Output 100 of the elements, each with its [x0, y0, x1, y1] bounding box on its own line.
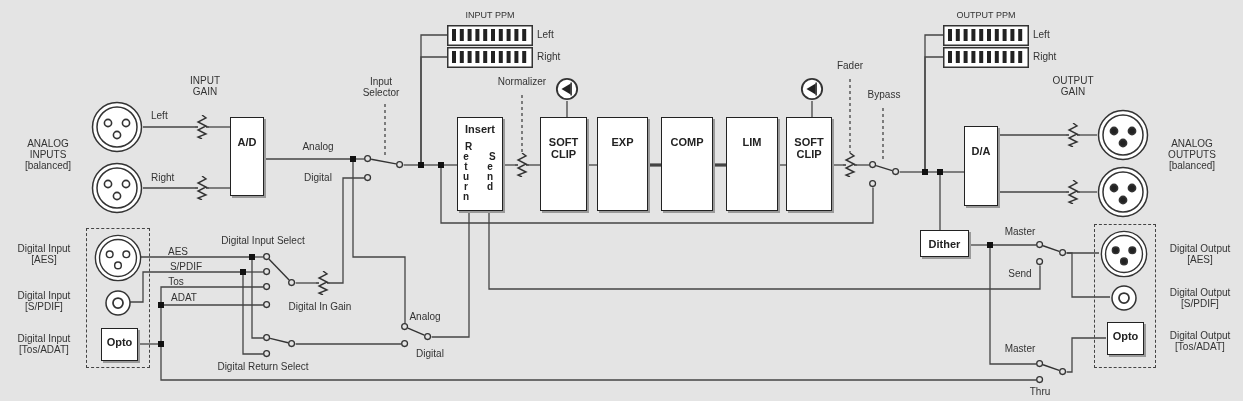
leader-line — [521, 94, 523, 154]
signal-line — [430, 210, 470, 338]
signal-line — [352, 161, 406, 325]
signal-line — [294, 282, 317, 284]
text-label: S/PDIF — [168, 261, 204, 272]
text-label: Master — [1003, 226, 1037, 237]
text-label: Digital Input [Tos/ADAT] — [16, 333, 72, 355]
signal-line — [163, 304, 265, 306]
meter-title: INPUT PPM — [464, 10, 516, 21]
signal-line — [443, 164, 458, 166]
signal-line — [402, 164, 419, 166]
signal-line — [777, 164, 787, 166]
signal-line — [488, 210, 1041, 290]
signal-line — [1079, 134, 1098, 136]
text-label: Thru — [1028, 386, 1052, 397]
box-label: Dither — [927, 238, 962, 250]
text-label: INPUT GAIN — [189, 75, 221, 97]
text-label: Master — [1003, 343, 1037, 354]
signal-line — [254, 256, 265, 258]
meter-channel-label: Right — [537, 51, 561, 62]
signal-line — [939, 174, 941, 231]
signal-line — [129, 271, 241, 303]
led-indicator-icon — [555, 77, 579, 101]
text-label: Digital — [303, 172, 333, 183]
signal-line — [1079, 191, 1098, 193]
signal-line — [566, 100, 568, 118]
text-label: Digital Input Select — [220, 235, 306, 246]
xlr-connector-icon — [1097, 166, 1149, 218]
signal-line — [263, 158, 351, 160]
resistor-symbol — [316, 271, 330, 295]
signal-line — [502, 164, 516, 166]
control-label: Fader — [832, 60, 868, 73]
signal-line — [1065, 252, 1111, 298]
meter-channel-label: Left — [1033, 29, 1050, 40]
process-box — [540, 117, 587, 211]
signal-line — [142, 187, 196, 189]
resistor-symbol — [1066, 180, 1080, 204]
signal-line — [142, 126, 196, 128]
process-box — [597, 117, 648, 211]
signal-line — [831, 164, 844, 166]
switch-symbol — [263, 334, 296, 358]
resistor-symbol — [843, 153, 857, 177]
signal-line — [294, 343, 403, 345]
text-label: AES — [167, 246, 189, 257]
text-label: ANALOG INPUTS [balanced] — [23, 138, 73, 171]
xlr-connector-icon — [91, 162, 143, 214]
switch-symbol — [1036, 241, 1067, 266]
leader-line — [384, 103, 386, 157]
switch-symbol — [869, 161, 900, 188]
meter-channel-label: Left — [537, 29, 554, 40]
switch-symbol — [401, 323, 432, 348]
box-label: Opto — [1111, 330, 1140, 342]
box-label: SOFT CLIP — [547, 136, 580, 160]
process-box — [661, 117, 713, 211]
text-label: Digital — [415, 348, 445, 359]
signal-line — [242, 274, 265, 355]
meter-title: OUTPUT PPM — [955, 10, 1017, 21]
resistor-symbol — [1066, 123, 1080, 147]
switch-symbol — [364, 155, 404, 182]
resistor-symbol — [195, 115, 209, 139]
text-label: ADAT — [170, 292, 198, 303]
signal-line — [924, 56, 944, 170]
box-label: D/A — [970, 145, 992, 157]
xlr-connector-icon — [94, 234, 142, 282]
text-label: Tos — [167, 276, 185, 287]
resistor-symbol — [195, 176, 209, 200]
text-label: OUTPUT GAIN — [1051, 75, 1095, 97]
text-label: Analog — [301, 141, 335, 152]
signal-line — [251, 259, 265, 339]
signal-line — [1065, 337, 1107, 373]
text-label: Analog — [408, 311, 442, 322]
vertical-label: Return — [463, 142, 473, 202]
process-box — [230, 117, 264, 196]
component-box — [1107, 322, 1144, 355]
process-box — [786, 117, 832, 211]
signal-line — [208, 126, 231, 128]
signal-line — [968, 244, 988, 246]
text-label: Digital Output [S/PDIF] — [1168, 287, 1232, 309]
signal-line — [997, 134, 1067, 136]
text-label: Send — [1007, 268, 1033, 279]
xlr-connector-icon — [1097, 109, 1149, 161]
box-label: A/D — [236, 136, 258, 148]
box-label: LIM — [741, 136, 763, 148]
text-label: Digital In Gain — [287, 301, 353, 312]
signal-line — [927, 171, 938, 173]
signal-line — [245, 271, 265, 273]
signal-line — [648, 163, 661, 167]
xlr-connector-icon — [1100, 230, 1148, 278]
xlr-connector-icon — [91, 101, 143, 153]
component-box — [101, 328, 138, 361]
signal-line — [713, 163, 726, 167]
box-title: Insert — [464, 123, 496, 135]
signal-line — [586, 164, 598, 166]
signal-line — [856, 164, 871, 166]
text-label: Digital Return Select — [216, 361, 310, 372]
box-label: COMP — [669, 136, 705, 148]
box-label: Opto — [105, 336, 134, 348]
edge-label: Right — [150, 172, 176, 183]
signal-line — [160, 286, 265, 303]
rca-connector-icon — [1111, 285, 1137, 311]
